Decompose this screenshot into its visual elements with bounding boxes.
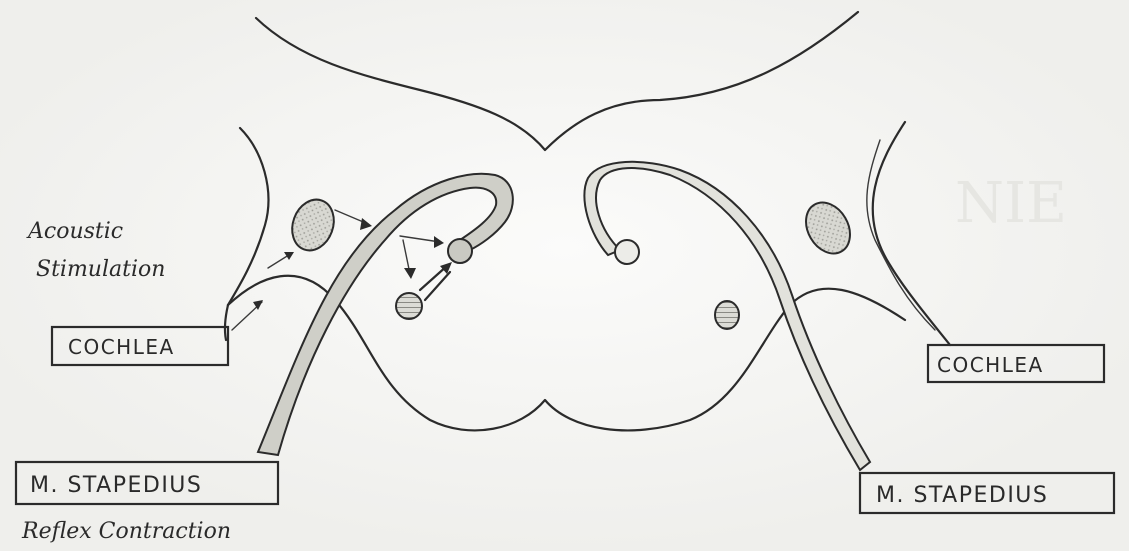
stapedius-right-label: M. STAPEDIUS [876,483,1048,508]
right-superior-olive [715,301,739,329]
acoustic-label-line1: Acoustic [26,219,123,244]
cochlea-left-label: COCHLEA [68,335,175,359]
acoustic-label-line2: Stimulation [36,257,165,282]
left-superior-olive [396,293,422,319]
stapedius-left-label: M. STAPEDIUS [30,473,202,498]
bleed-through-marks: NIE [955,171,1067,236]
left-facial-nucleus [448,239,472,263]
right-facial-nucleus [615,240,639,264]
reflex-label: Reflex Contraction [21,519,231,544]
cochlea-right-label: COCHLEA [937,353,1044,377]
